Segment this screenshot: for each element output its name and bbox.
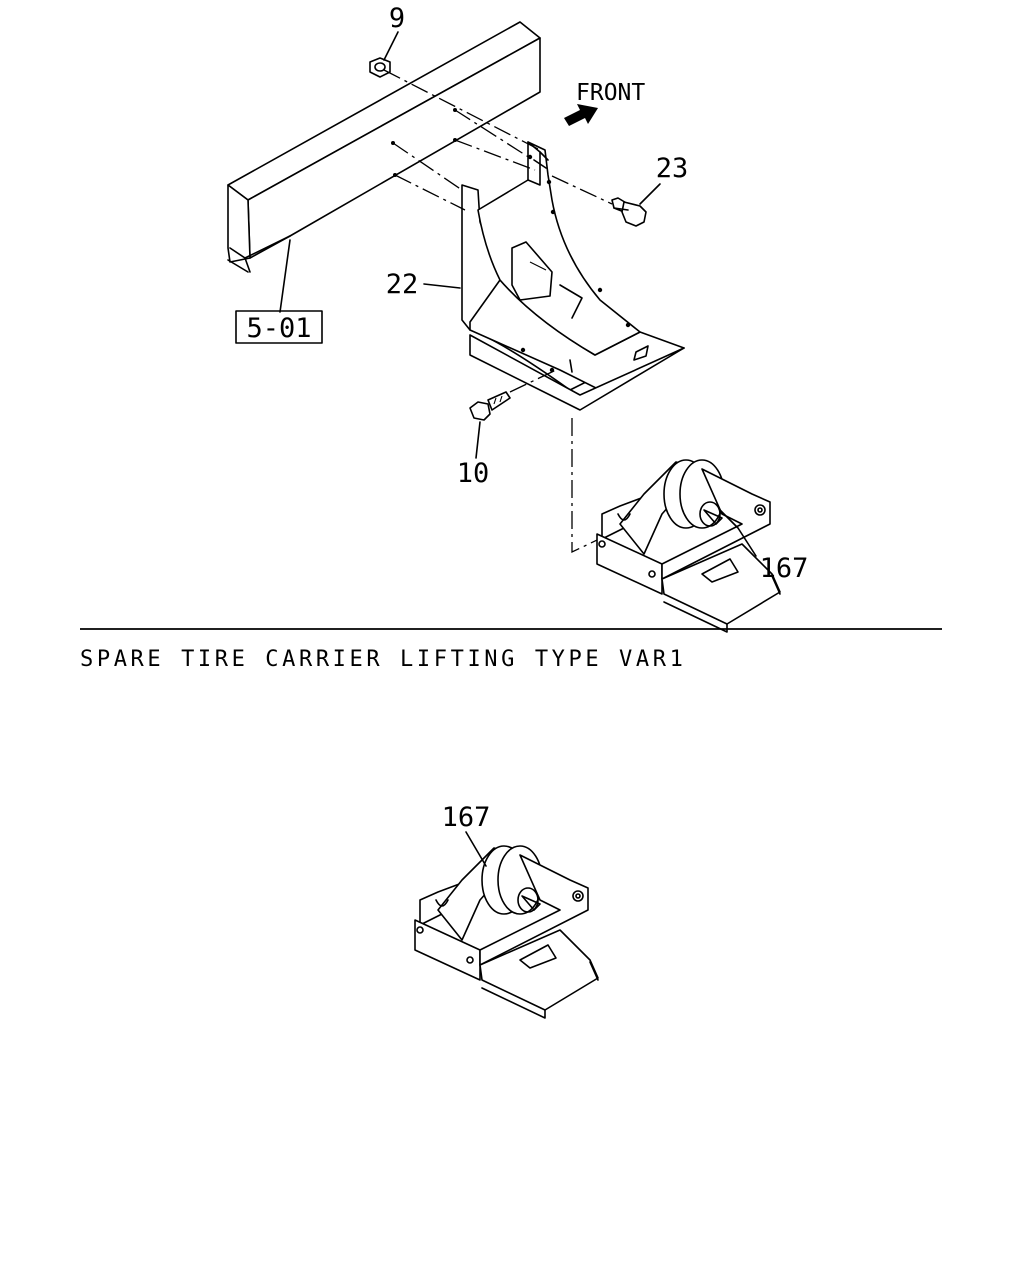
carrier-bracket xyxy=(461,141,685,411)
callout-bolt-top: 23 xyxy=(656,153,689,184)
callout-winch-top: 167 xyxy=(760,553,809,584)
winch-assembly-lower xyxy=(414,845,599,1019)
callout-bracket: 22 xyxy=(386,269,419,300)
callout-bolt-bottom: 10 xyxy=(457,458,490,489)
leader-lines xyxy=(383,31,757,867)
nut-part xyxy=(369,57,391,78)
callout-frame-ref: 5-01 xyxy=(246,313,311,344)
winch-assembly-upper xyxy=(596,459,781,633)
bolt-top-part xyxy=(611,197,647,227)
front-arrow-icon xyxy=(564,104,598,126)
callout-nut: 9 xyxy=(389,3,405,34)
frame-rail xyxy=(227,21,541,273)
assembly-lines xyxy=(279,69,661,554)
section-caption: SPARE TIRE CARRIER LIFTING TYPE VAR1 xyxy=(80,647,686,672)
callout-winch-bottom: 167 xyxy=(442,802,491,833)
callout-front: FRONT xyxy=(576,80,645,106)
frame-ref-box xyxy=(235,310,323,344)
bolt-bottom-part xyxy=(469,391,511,421)
